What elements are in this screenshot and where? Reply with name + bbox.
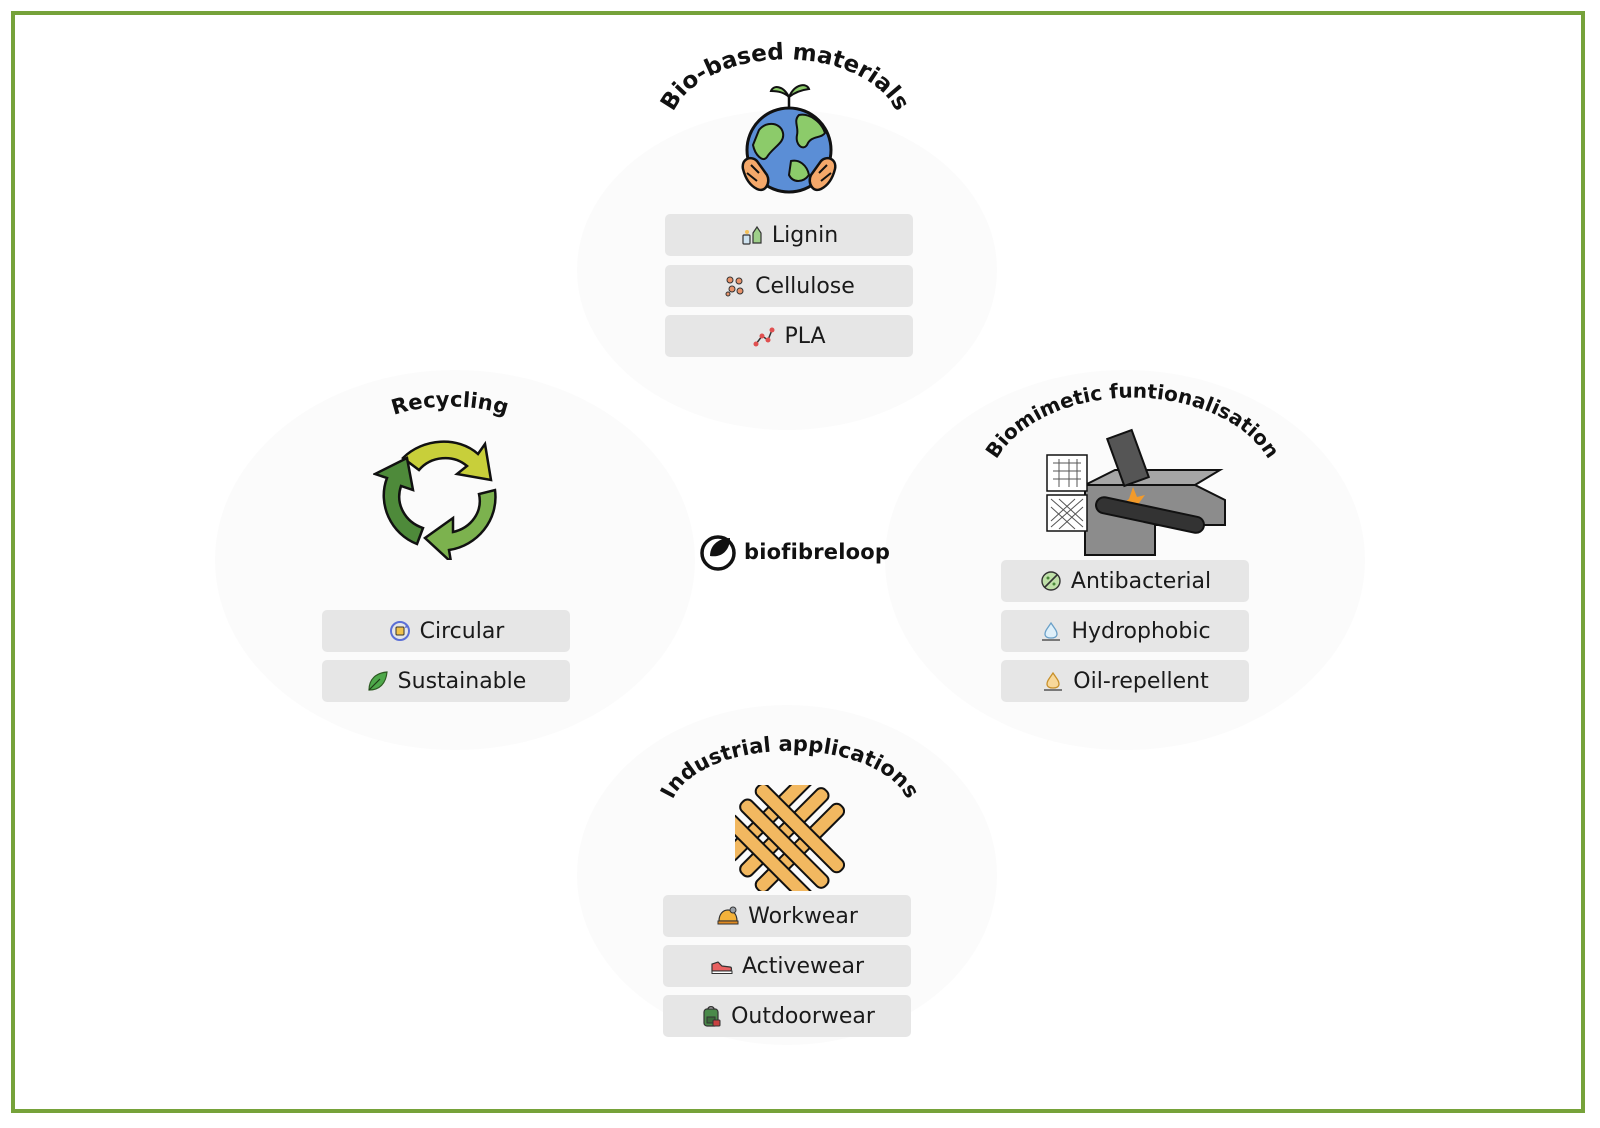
cellulose-icon [723, 274, 747, 298]
sneaker-icon [710, 954, 734, 978]
diagram-frame: Bio-based materials Lignin Cellulos [11, 11, 1585, 1113]
activewear-label: Activewear [741, 953, 865, 979]
svg-text:Recycling: Recycling [389, 387, 512, 419]
lignin-icon [740, 223, 764, 247]
list-item-circular: Circular [322, 610, 570, 652]
woven-fabric-icon [735, 785, 845, 891]
list-item-antibacterial: Antibacterial [1001, 560, 1249, 602]
list-item-pla: PLA [665, 315, 913, 357]
earth-in-hands-icon [741, 84, 837, 194]
circular-icon [388, 619, 412, 643]
backpack-icon [699, 1004, 723, 1028]
recycle-arrows-icon [373, 440, 497, 560]
bio-based-title-arc: Bio-based materials [656, 39, 914, 115]
biofibreloop-logo: biofibreloop [698, 532, 890, 572]
logo-mark-icon [700, 535, 736, 571]
water-drop-icon [1039, 619, 1063, 643]
circular-label: Circular [419, 618, 505, 644]
list-item-sustainable: Sustainable [322, 660, 570, 702]
recycling-title: Recycling [389, 387, 512, 419]
logo-text: biofibreloop [744, 540, 891, 564]
sustainable-label: Sustainable [397, 668, 527, 694]
list-item-cellulose: Cellulose [665, 265, 913, 307]
list-item-lignin: Lignin [665, 214, 913, 256]
list-item-activewear: Activewear [663, 945, 911, 987]
hydrophobic-label: Hydrophobic [1071, 618, 1211, 644]
hardhat-icon [716, 904, 740, 928]
workwear-label: Workwear [748, 903, 858, 929]
list-item-outdoorwear: Outdoorwear [663, 995, 911, 1037]
pla-label: PLA [784, 323, 826, 349]
list-item-oil-repellent: Oil-repellent [1001, 660, 1249, 702]
lignin-label: Lignin [771, 222, 839, 248]
outdoorwear-label: Outdoorwear [731, 1003, 875, 1029]
oil-drop-icon [1041, 669, 1065, 693]
list-item-workwear: Workwear [663, 895, 911, 937]
leaf-icon [366, 669, 390, 693]
cellulose-label: Cellulose [755, 273, 855, 299]
recycling-title-arc: Recycling [389, 387, 512, 419]
laser-texturing-icon [1046, 428, 1226, 556]
antibacterial-label: Antibacterial [1070, 568, 1212, 594]
pla-icon [752, 324, 776, 348]
list-item-hydrophobic: Hydrophobic [1001, 610, 1249, 652]
oil-repellent-label: Oil-repellent [1073, 668, 1209, 694]
antibacterial-icon [1039, 569, 1063, 593]
